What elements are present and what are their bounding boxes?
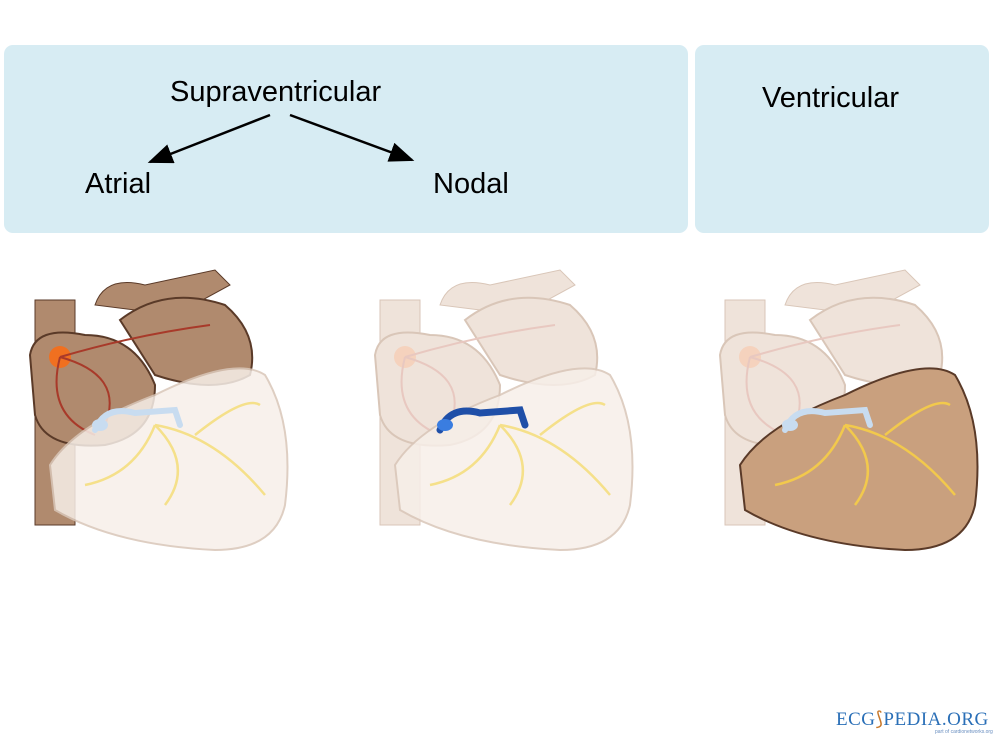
aorta bbox=[439, 269, 576, 316]
nodal-label: Nodal bbox=[433, 168, 509, 200]
av-node bbox=[782, 419, 798, 431]
purkinje-fibers bbox=[429, 401, 611, 506]
ventricles bbox=[393, 367, 634, 552]
logo-subtitle: part of cardionetworks.org bbox=[935, 729, 993, 735]
heart-ventricular bbox=[718, 269, 979, 552]
ventricular-panel bbox=[695, 45, 989, 233]
aorta bbox=[94, 269, 231, 316]
supraventricular-panel bbox=[4, 45, 688, 233]
heart-atrial bbox=[28, 269, 289, 552]
heart-nodal bbox=[373, 269, 634, 552]
ecgpedia-logo: ECG⟆PEDIA.ORG bbox=[836, 709, 989, 730]
aorta bbox=[784, 269, 921, 316]
ventricular-label: Ventricular bbox=[762, 82, 900, 114]
atrial-label: Atrial bbox=[85, 168, 152, 200]
ventricles bbox=[738, 367, 979, 552]
purkinje-fibers bbox=[84, 401, 266, 506]
av-node bbox=[92, 419, 108, 431]
supraventricular-label: Supraventricular bbox=[170, 76, 382, 108]
purkinje-fibers bbox=[774, 401, 956, 506]
ventricles bbox=[48, 367, 289, 552]
av-node bbox=[437, 419, 453, 431]
